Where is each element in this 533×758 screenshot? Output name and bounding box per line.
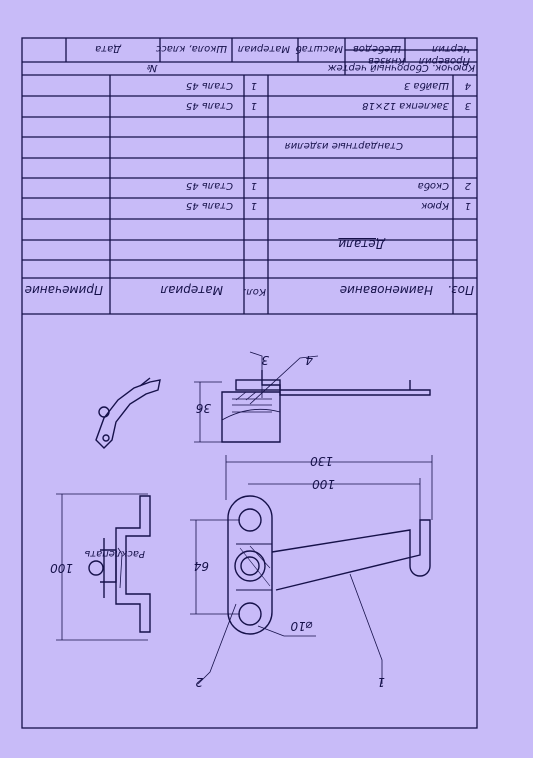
dim-64: 64 — [193, 559, 209, 573]
dim-diameter-10: ⌀10 — [290, 619, 314, 633]
row2-material: Сталь 45 — [185, 180, 233, 191]
header-date: Дата — [95, 43, 121, 54]
row2-name: Скоба — [417, 180, 449, 191]
number-sign: № — [146, 62, 157, 73]
drawing-title: Крючок. Сборочный чертеж — [327, 62, 475, 73]
header-material: Материал — [237, 43, 290, 54]
role-label-1: Чертил — [431, 43, 470, 54]
row2-pos: 2 — [464, 180, 471, 191]
section-details: Детали — [338, 237, 385, 251]
dimension-lines — [56, 351, 433, 685]
header-school: Школа, класс — [155, 43, 227, 54]
row1-name: Крюк — [421, 200, 449, 211]
col-pos: Поз. — [447, 283, 474, 297]
row4-pos: 4 — [464, 80, 471, 91]
col-note: Примечание — [24, 283, 103, 297]
col-name: Наименование — [339, 283, 433, 297]
row1-qty: 1 — [250, 200, 257, 211]
callout-4: 4 — [305, 353, 313, 367]
row3-material: Сталь 45 — [185, 100, 233, 111]
row1-material: Сталь 45 — [185, 200, 233, 211]
row1-pos: 1 — [464, 200, 471, 211]
header-scale: Масштаб — [295, 43, 343, 54]
callout-1: 1 — [377, 675, 385, 689]
section-standard: Стандартные изделия — [284, 140, 403, 151]
row4-name: Шайба 3 — [403, 80, 449, 91]
dim-100-top: 100 — [312, 477, 335, 491]
row3-pos: 3 — [464, 100, 471, 111]
row3-qty: 1 — [250, 100, 257, 111]
callout-2: 2 — [195, 675, 203, 689]
row3-name: Заклепка 12×18 — [362, 100, 449, 111]
row2-qty: 1 — [250, 180, 257, 191]
sheet-frame — [21, 37, 478, 729]
callout-3: 3 — [261, 353, 269, 367]
assembly-views — [88, 370, 431, 635]
dim-36: 36 — [195, 401, 211, 415]
dim-130: 130 — [310, 454, 333, 468]
row4-material: Сталь 45 — [185, 80, 233, 91]
row4-qty: 1 — [250, 80, 257, 91]
note-rivet: Расклепать — [84, 548, 145, 559]
col-material: Материал — [160, 283, 223, 297]
dim-100-side: 100 — [50, 561, 73, 575]
drafter-name: Шебедов — [352, 43, 401, 54]
col-qty: Кол. — [243, 286, 266, 297]
